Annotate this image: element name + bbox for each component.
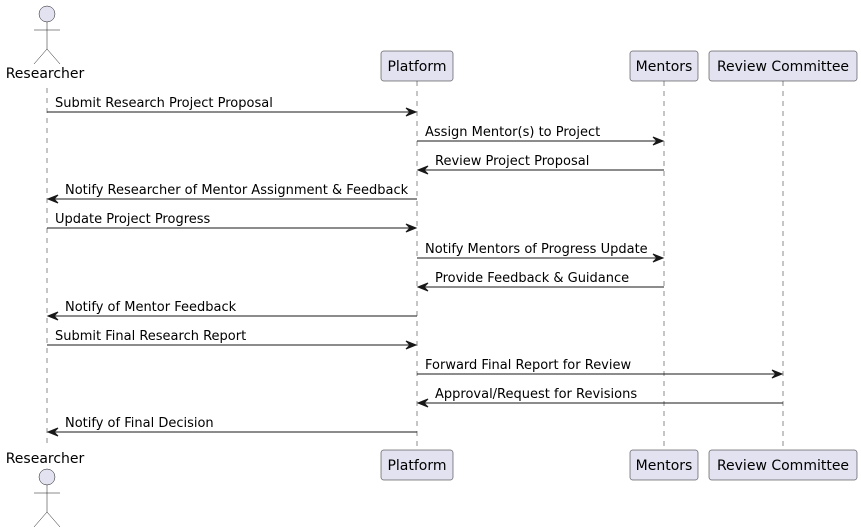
participant-box	[629, 50, 699, 82]
arrowhead-icon	[416, 398, 429, 408]
arrowhead-icon	[405, 223, 418, 233]
participant-box	[708, 50, 858, 82]
message-label: Notify Mentors of Progress Update	[425, 242, 648, 257]
message-label: Update Project Progress	[55, 212, 211, 227]
arrowhead-icon	[46, 427, 59, 437]
participant-label-review-committee-top: Review Committee	[717, 59, 849, 75]
message-label: Notify Researcher of Mentor Assignment &…	[65, 183, 409, 198]
arrowhead-icon	[416, 282, 429, 292]
participant-platform-bottom: Platform	[380, 449, 454, 481]
arrowhead-icon	[652, 253, 665, 263]
message-label: Submit Research Project Proposal	[55, 96, 273, 111]
message-label: Assign Mentor(s) to Project	[425, 125, 600, 140]
arrowhead-icon	[46, 194, 59, 204]
actor-leg-left	[33, 48, 48, 65]
participant-platform-top: Platform	[380, 50, 454, 82]
participant-label-review-committee-bottom: Review Committee	[717, 458, 849, 474]
participant-box	[380, 449, 454, 481]
actor-leg-left	[33, 511, 48, 528]
arrowhead-icon	[652, 136, 665, 146]
participant-box	[629, 449, 699, 481]
message-label: Forward Final Report for Review	[425, 358, 631, 373]
participant-box	[708, 449, 858, 481]
participant-box	[380, 50, 454, 82]
actor-leg-right	[46, 511, 61, 528]
actor-head-icon	[38, 5, 56, 23]
actor-head-icon	[38, 468, 56, 486]
arrowhead-icon	[416, 165, 429, 175]
actor-label-researcher-bottom: Researcher	[6, 451, 85, 467]
participant-label-platform-top: Platform	[387, 59, 446, 75]
researcher-actor-top: Researcher	[6, 5, 85, 82]
participant-label-mentors-top: Mentors	[636, 59, 693, 75]
actor-leg-right	[46, 48, 61, 65]
researcher-actor-bottom: Researcher	[6, 451, 85, 528]
participant-review-committee-top: Review Committee	[708, 50, 858, 82]
arrowhead-icon	[405, 340, 418, 350]
arrowhead-icon	[46, 311, 59, 321]
actor-label-researcher-top: Researcher	[6, 66, 85, 82]
participant-mentors-bottom: Mentors	[629, 449, 699, 481]
arrowhead-icon	[771, 369, 784, 379]
message-label: Approval/Request for Revisions	[435, 387, 637, 402]
message-label: Submit Final Research Report	[55, 329, 246, 344]
participant-mentors-top: Mentors	[629, 50, 699, 82]
participant-label-platform-bottom: Platform	[387, 458, 446, 474]
message-label: Notify of Final Decision	[65, 416, 214, 431]
participant-label-mentors-bottom: Mentors	[636, 458, 693, 474]
participant-review-committee-bottom: Review Committee	[708, 449, 858, 481]
message-label: Notify of Mentor Feedback	[65, 300, 237, 315]
message-label: Provide Feedback & Guidance	[435, 271, 629, 286]
message-label: Review Project Proposal	[435, 154, 589, 169]
arrowhead-icon	[405, 107, 418, 117]
